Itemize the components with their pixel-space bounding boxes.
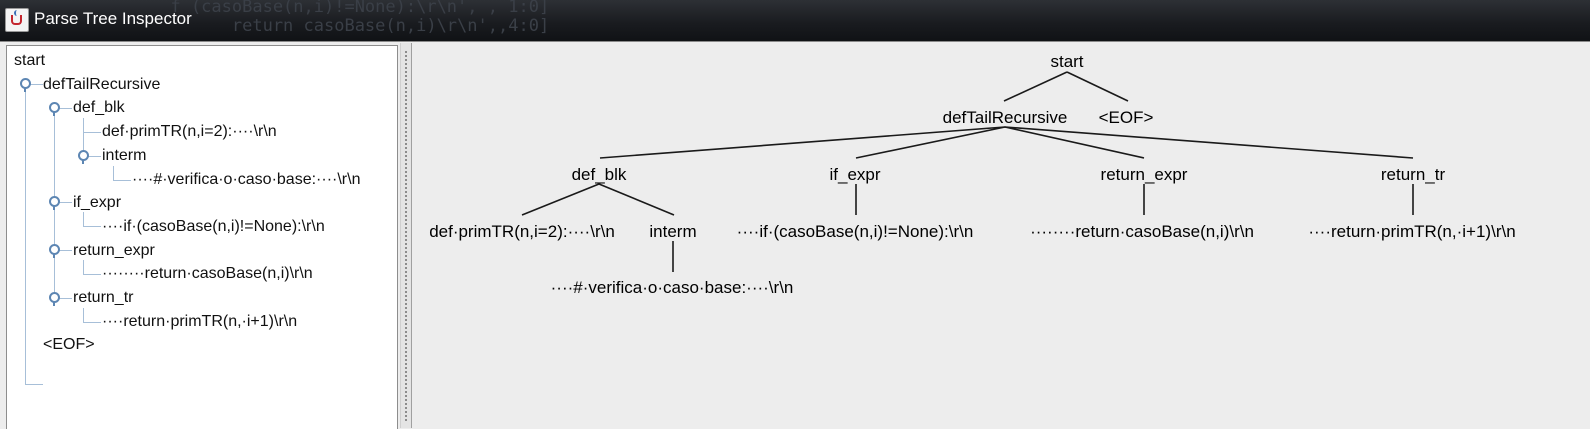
graph-nodes: start defTailRecursive <EOF> def_blk if_… [429, 52, 1515, 297]
node-comment-text[interactable]: ····#·verifica·o·caso·base:····\r\n [551, 278, 794, 297]
parse-tree-graph: start defTailRecursive <EOF> def_blk if_… [412, 42, 1590, 428]
node-interm[interactable]: interm [649, 222, 696, 241]
tree-handle-icon[interactable] [49, 244, 60, 258]
parse-tree-graph-svg: start defTailRecursive <EOF> def_blk if_… [429, 52, 1515, 297]
node-if-text[interactable]: ····if·(casoBase(n,i)!=None):\r\n [737, 222, 974, 241]
edge [598, 183, 675, 216]
node-eof[interactable]: <EOF> [1099, 108, 1154, 127]
window-title: Parse Tree Inspector [34, 9, 192, 28]
tree-item-start[interactable]: start [14, 52, 46, 69]
node-return-tr[interactable]: return_tr [1381, 165, 1446, 184]
edge [1004, 126, 1414, 159]
tree-item-def-blk[interactable]: def_blk [73, 99, 125, 116]
tree-item-if-text[interactable]: ····if·(casoBase(n,i)!=None):\r\n [102, 218, 325, 235]
background-code-decoration: f (casoBase(n,i)!=None):\r\n', , 1:0] re… [150, 0, 550, 36]
node-return-expr-text[interactable]: ········return·casoBase(n,i)\r\n [1030, 222, 1254, 241]
edge [1003, 71, 1068, 102]
inspector-frame: start defTailRecursive def_blk def·primT… [0, 41, 1590, 429]
tree-item-return-expr[interactable]: return_expr [73, 242, 155, 259]
tree-item-eof[interactable]: <EOF> [43, 336, 95, 353]
graph-edges [521, 71, 1414, 272]
tree-handle-icon[interactable] [49, 102, 60, 116]
edge [1066, 71, 1129, 102]
tree-item-if-expr[interactable]: if_expr [73, 194, 122, 211]
title-bar: f (casoBase(n,i)!=None):\r\n', , 1:0] re… [0, 0, 1590, 41]
split-pane-divider[interactable] [400, 43, 412, 428]
parse-tree-list: start defTailRecursive def_blk def·primT… [6, 45, 398, 429]
java-cup-icon[interactable] [5, 8, 29, 32]
tree-handle-icon[interactable] [20, 78, 31, 92]
tree-item-def-text[interactable]: def·primTR(n,i=2):····\r\n [102, 123, 277, 140]
edge [521, 183, 600, 216]
node-def-blk[interactable]: def_blk [572, 165, 627, 184]
node-deftailrecursive[interactable]: defTailRecursive [943, 108, 1068, 127]
edge [1004, 126, 1145, 159]
edge [599, 126, 1006, 159]
tree-item-return-expr-text[interactable]: ········return·casoBase(n,i)\r\n [102, 265, 313, 282]
node-if-expr[interactable]: if_expr [829, 165, 880, 184]
tree-item-interm[interactable]: interm [102, 147, 147, 164]
tree-item-return-tr[interactable]: return_tr [73, 289, 134, 306]
tree-handle-icon[interactable] [49, 196, 60, 210]
tree-item-deftailrecursive[interactable]: defTailRecursive [43, 76, 161, 93]
tree-item-comment-text[interactable]: ····#·verifica·o·caso·base:····\r\n [132, 171, 361, 188]
node-return-tr-text[interactable]: ····return·primTR(n,·i+1)\r\n [1308, 222, 1515, 241]
node-return-expr[interactable]: return_expr [1101, 165, 1188, 184]
node-start[interactable]: start [1050, 52, 1083, 71]
tree-item-return-tr-text[interactable]: ····return·primTR(n,·i+1)\r\n [102, 313, 298, 330]
tree-handle-icon[interactable] [78, 150, 89, 164]
tree-handle-icon[interactable] [49, 292, 60, 306]
edge [855, 126, 1006, 159]
node-def-text[interactable]: def·primTR(n,i=2):····\r\n [429, 222, 615, 241]
